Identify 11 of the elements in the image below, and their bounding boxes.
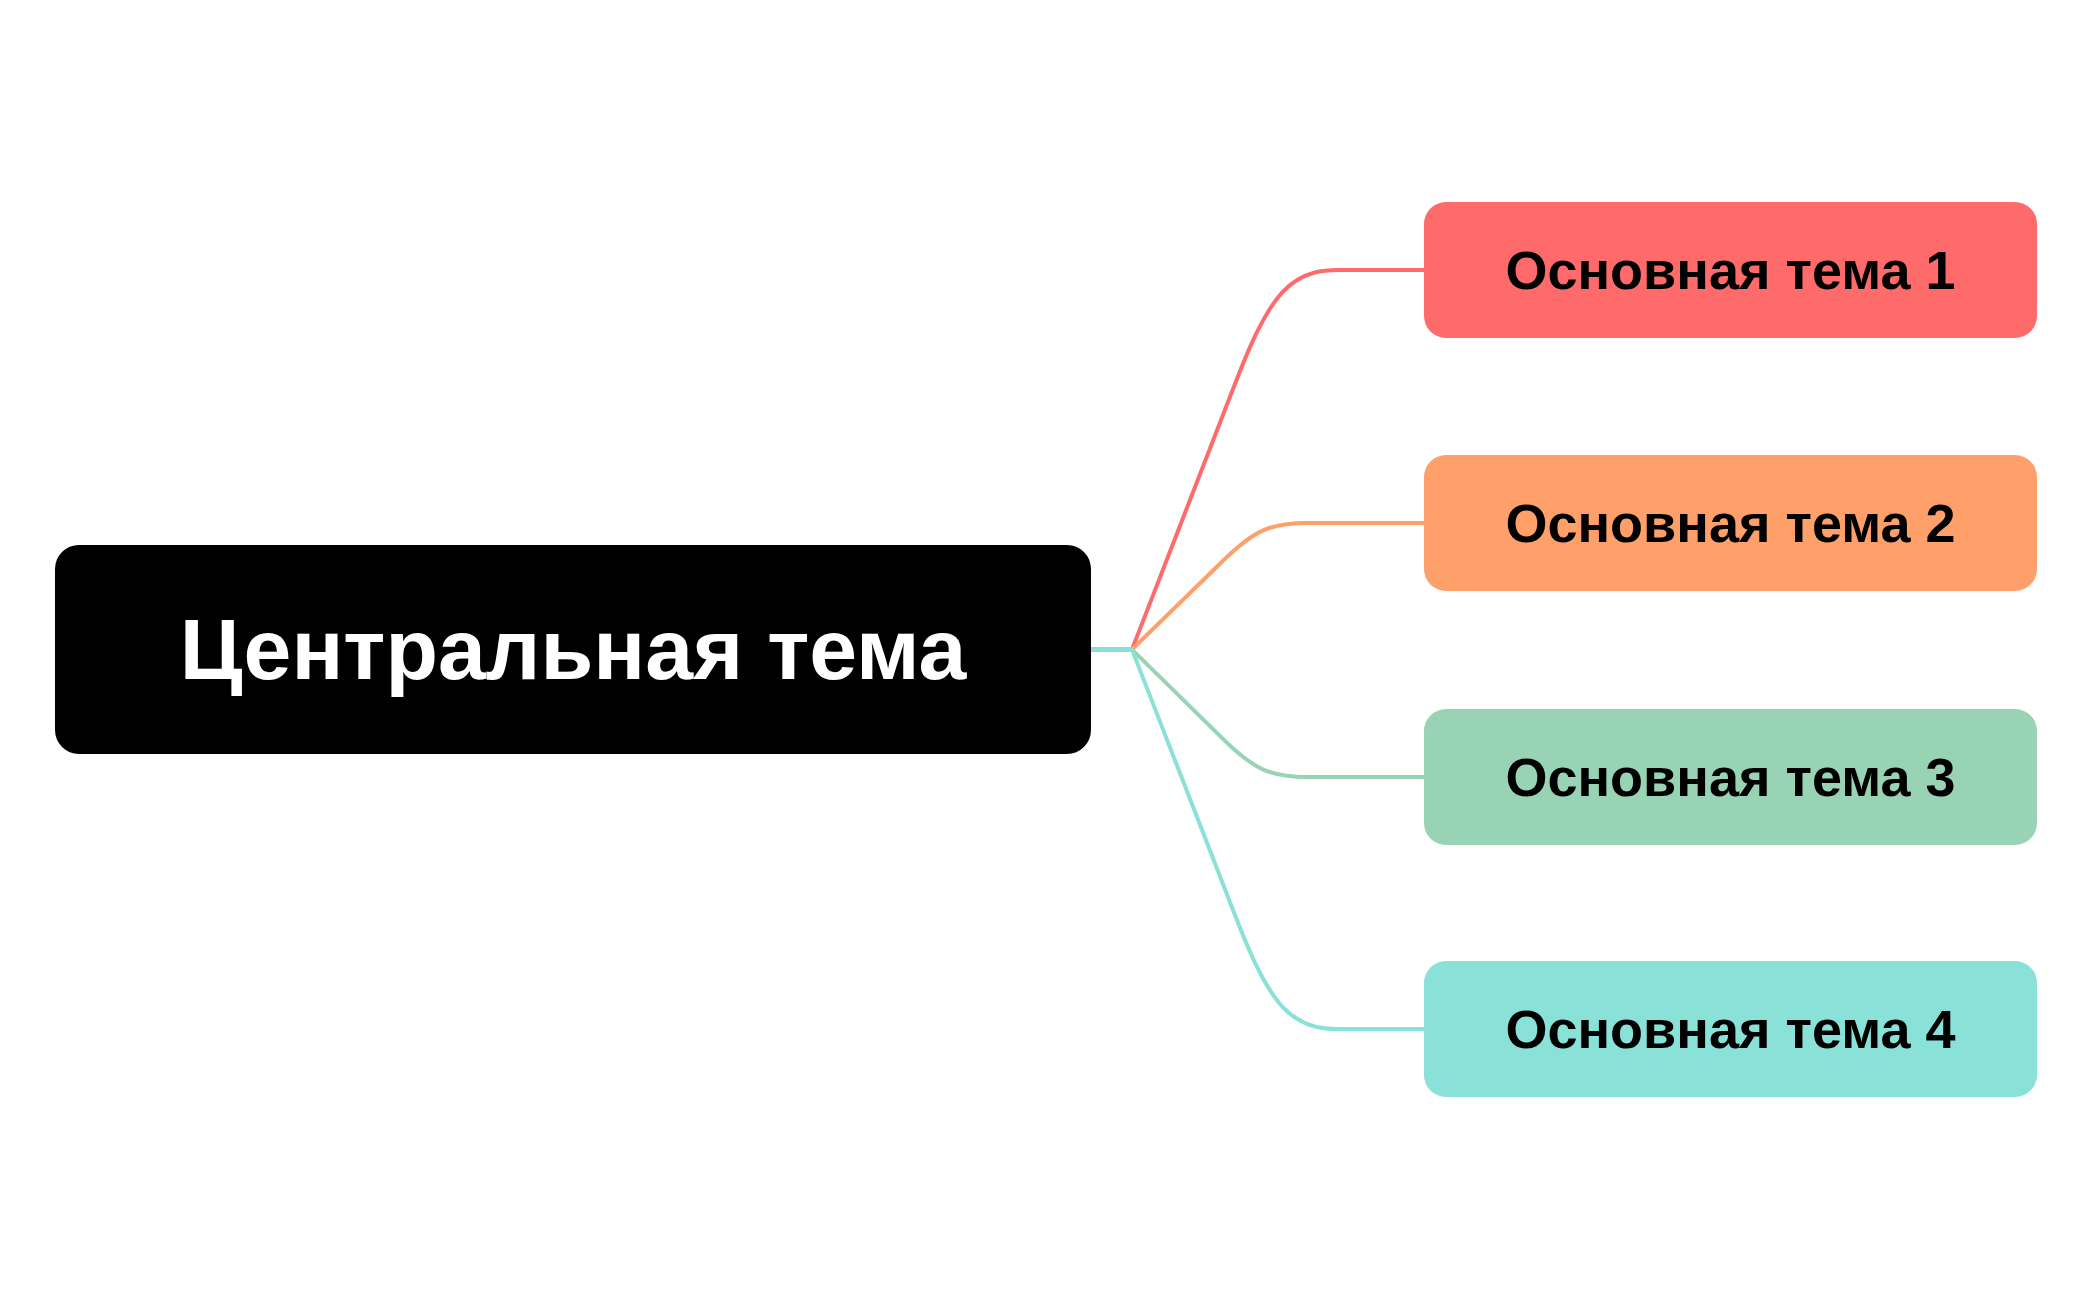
central-topic-box xyxy=(55,545,1091,754)
topic-box xyxy=(1424,455,2037,591)
topic-box xyxy=(1424,709,2037,845)
topic-box xyxy=(1424,961,2037,1097)
topic-title: Основная тема 3 xyxy=(1505,746,1956,808)
branch-line xyxy=(1091,647,1424,1031)
topic-title: Основная тема 1 xyxy=(1505,239,1956,301)
central-topic-title: Центральная тема xyxy=(179,600,967,699)
topic-title: Основная тема 2 xyxy=(1505,492,1956,554)
topic-title: Основная тема 4 xyxy=(1505,998,1956,1060)
topic-box xyxy=(1424,202,2037,338)
